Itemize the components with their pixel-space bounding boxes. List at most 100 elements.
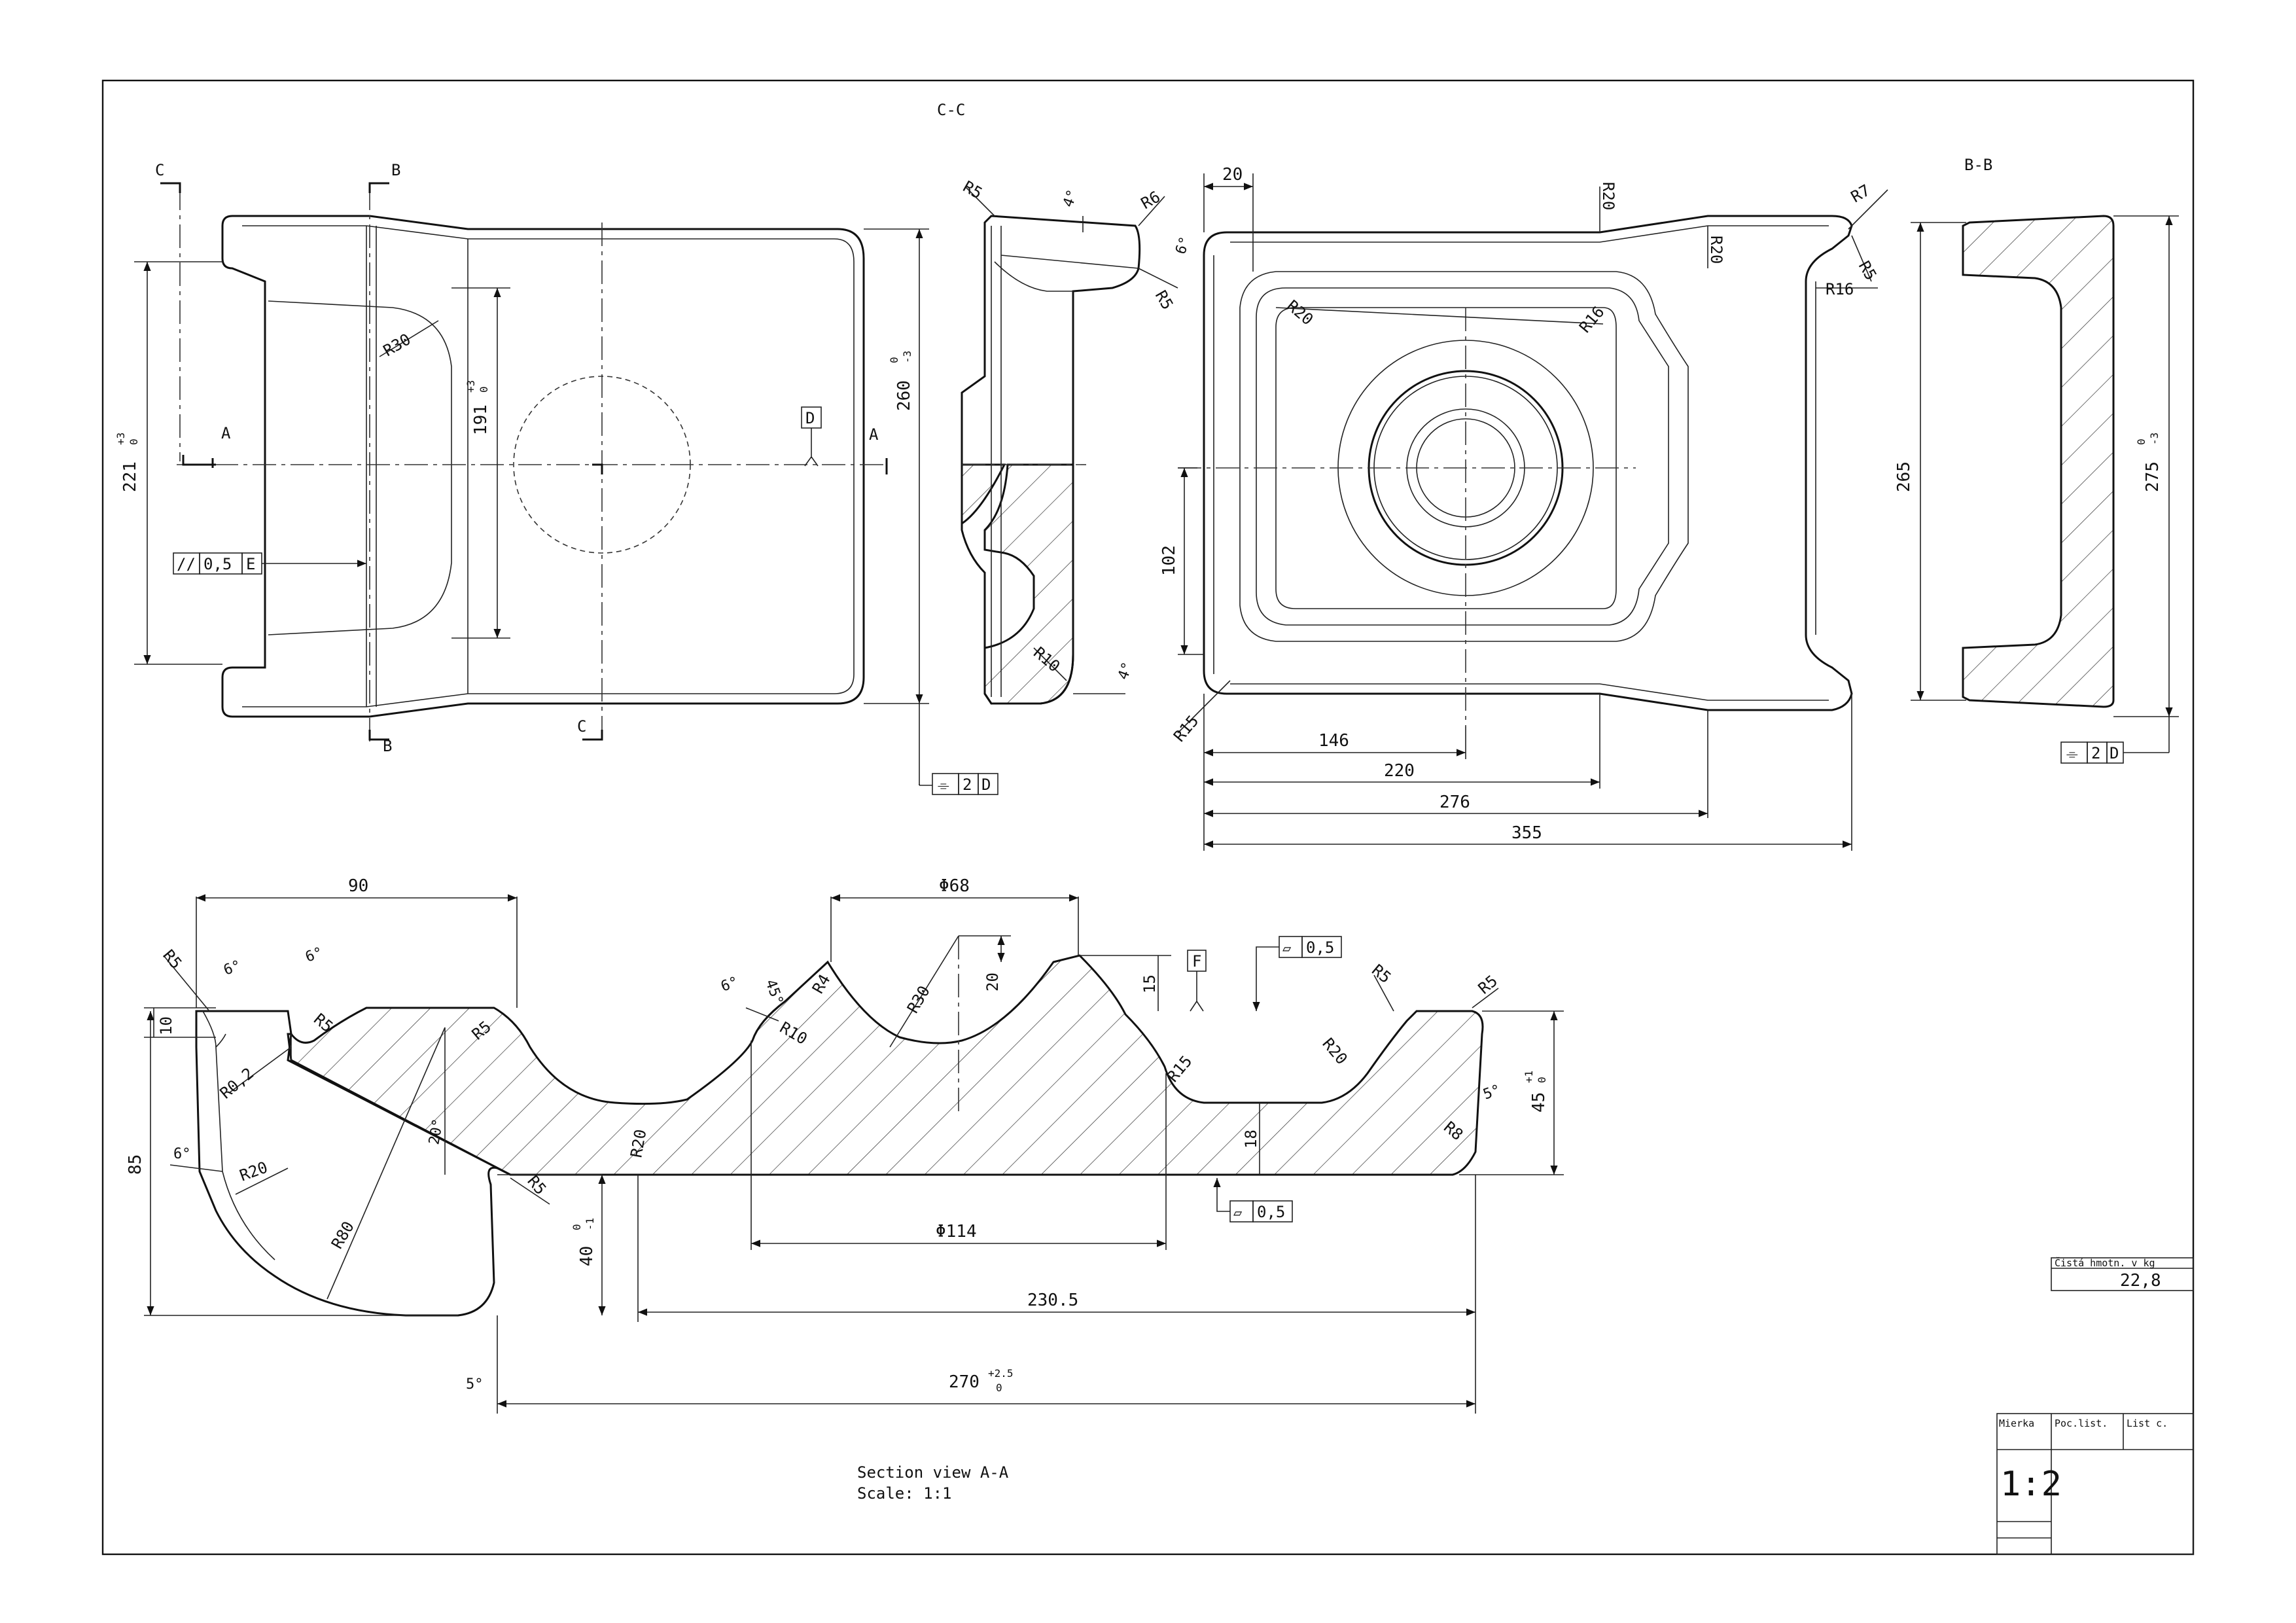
- cc-center-mark: [592, 463, 603, 474]
- mass-label: Čistá hmotn. v kg: [2055, 1257, 2155, 1269]
- side-a4b: 4°: [1115, 660, 1137, 682]
- svg-text:⌯: ⌯: [938, 777, 949, 794]
- sec-a6a: 6°: [222, 957, 243, 979]
- cc-cut-label-b-bot: B: [383, 737, 392, 755]
- top-pocket: [1239, 271, 1689, 642]
- top-r20a: R20: [1599, 182, 1617, 210]
- top-r5: R5: [1855, 258, 1881, 283]
- sec-phi68: Φ68: [939, 876, 970, 896]
- top-d20: 20: [1222, 165, 1243, 185]
- top-r20c: R20: [1283, 296, 1316, 329]
- sec-tol-40-up: 0: [571, 1224, 583, 1230]
- cc-cavity-2: [366, 226, 468, 707]
- sec-r5a: R5: [159, 946, 185, 972]
- sec-r5d: R5: [1368, 961, 1394, 987]
- scale-value: 1:2: [2000, 1465, 2062, 1504]
- sec-tol-40-lo: -1: [584, 1218, 596, 1230]
- svg-text:▱: ▱: [1233, 1205, 1243, 1221]
- sec-d18: 18: [1242, 1130, 1260, 1149]
- svg-text:2: 2: [2091, 744, 2100, 762]
- sec-a45: 45°: [762, 978, 786, 1008]
- side-a4a: 4°: [1060, 188, 1082, 209]
- svg-text:0,5: 0,5: [203, 555, 232, 573]
- top-d355: 355: [1511, 823, 1542, 843]
- cc-dim-191: 191: [471, 404, 491, 435]
- cc-fcf-parallel: // 0,5 E: [173, 552, 366, 575]
- sheet-no-label: List c.: [2127, 1418, 2168, 1429]
- section-left-lobe-inner: [202, 1010, 292, 1260]
- sec-r02: R0,2: [217, 1064, 257, 1103]
- cc-cut-label-b-top: B: [391, 161, 400, 179]
- svg-text:E: E: [246, 555, 255, 573]
- sec-caption-2: Scale: 1:1: [857, 1484, 952, 1503]
- cc-cut-label-a-right: A: [869, 425, 879, 444]
- sec-datum-f: F: [1192, 952, 1201, 971]
- cc-tol-191-up: +3: [465, 380, 477, 393]
- mass-value: 22,8: [2120, 1271, 2161, 1291]
- top-d276: 276: [1439, 793, 1470, 812]
- sec-phi114: Φ114: [936, 1222, 977, 1241]
- drawing-border: [101, 79, 2195, 1556]
- sheets-label: Poc.list.: [2055, 1418, 2108, 1429]
- section-hatched: [287, 954, 1484, 1176]
- sec-d20: 20: [983, 972, 1002, 991]
- svg-text:D: D: [981, 776, 991, 794]
- svg-text://: //: [177, 555, 196, 573]
- top-r7: R7: [1848, 181, 1873, 206]
- cc-tol-191-lo: 0: [478, 386, 490, 393]
- sec-caption-1: Section view A-A: [857, 1463, 1009, 1482]
- sec-d270: 270: [949, 1372, 980, 1392]
- sec-d15: 15: [1140, 974, 1159, 993]
- cc-dim-260: 260: [894, 380, 914, 411]
- sec-a5b: 5°: [466, 1376, 484, 1393]
- cc-cut-marker-c-bot: [582, 730, 603, 741]
- view-bb-title: B-B: [1964, 156, 1992, 174]
- mass-box: [2051, 1257, 2194, 1291]
- cc-cut-marker-b-bot: [368, 730, 389, 741]
- cc-outline: [221, 215, 865, 718]
- sec-d90: 90: [348, 876, 368, 896]
- cc-cut-marker-a-left: [182, 455, 216, 468]
- sec-d45: 45: [1529, 1092, 1549, 1113]
- cc-cut-label-c-top: C: [155, 161, 164, 179]
- top-r16a: R16: [1826, 280, 1854, 298]
- cc-r30: R30: [380, 330, 414, 360]
- view-top: 20 R20 R20 R7 R5 R16 R20 R16 R15 102 146…: [1159, 165, 1888, 851]
- cc-tol-260-lo: -3: [901, 351, 913, 363]
- cc-inner-outline: [242, 225, 855, 707]
- sec-a6b: 6°: [304, 944, 325, 966]
- cc-tol-221-up: +3: [115, 433, 127, 445]
- view-b-b: B-B 265 275 0 -3 ⌯ 2 D: [1894, 156, 2179, 764]
- top-pocket-3: [1275, 307, 1617, 609]
- view-c-c: C-C C B B C A A D 221 +3: [115, 101, 965, 786]
- view-section-a-a: 90 Φ68 R5 6° 6° 10 R5 R0,2 R5 45° R4 6° …: [126, 876, 1564, 1503]
- scale-box-outer: [1996, 1413, 2194, 1555]
- sec-d230: 230.5: [1027, 1291, 1078, 1310]
- bb-fcf-flat: ⌯ 2 D: [2060, 741, 2124, 764]
- section-left-lobe: [195, 1010, 511, 1317]
- sec-tol-270-lo: 0: [996, 1382, 1002, 1394]
- cc-cut-label-a-left: A: [221, 424, 231, 442]
- cc-cut-marker-b-top: [368, 182, 389, 193]
- sec-fcf-bot: ▱ 0,5: [1213, 1178, 1293, 1222]
- cc-dim-221: 221: [120, 461, 140, 492]
- sec-r5f: R5: [523, 1172, 550, 1198]
- side-r5b: R5: [1152, 287, 1177, 313]
- svg-text:0,5: 0,5: [1257, 1203, 1285, 1221]
- side-fcf-flat: ⌯ 2 D: [919, 773, 998, 795]
- cc-datum-d: D: [805, 409, 815, 427]
- bb-d265: 265: [1894, 461, 1914, 492]
- sec-d40: 40: [577, 1246, 597, 1266]
- cc-cavity: [268, 300, 452, 635]
- sec-a5a: 5°: [1481, 1082, 1503, 1103]
- bb-tol-275-lo: -3: [2148, 433, 2161, 445]
- top-r15: R15: [1170, 712, 1202, 745]
- top-d220: 220: [1384, 761, 1415, 781]
- side-r6: R6: [1138, 187, 1163, 213]
- side-r5a: R5: [960, 177, 985, 203]
- sec-r80: R80: [328, 1218, 358, 1252]
- sec-r30: R30: [904, 982, 934, 1016]
- svg-text:▱: ▱: [1282, 940, 1292, 957]
- sec-d10: 10: [157, 1016, 175, 1035]
- sec-d85: 85: [126, 1154, 145, 1175]
